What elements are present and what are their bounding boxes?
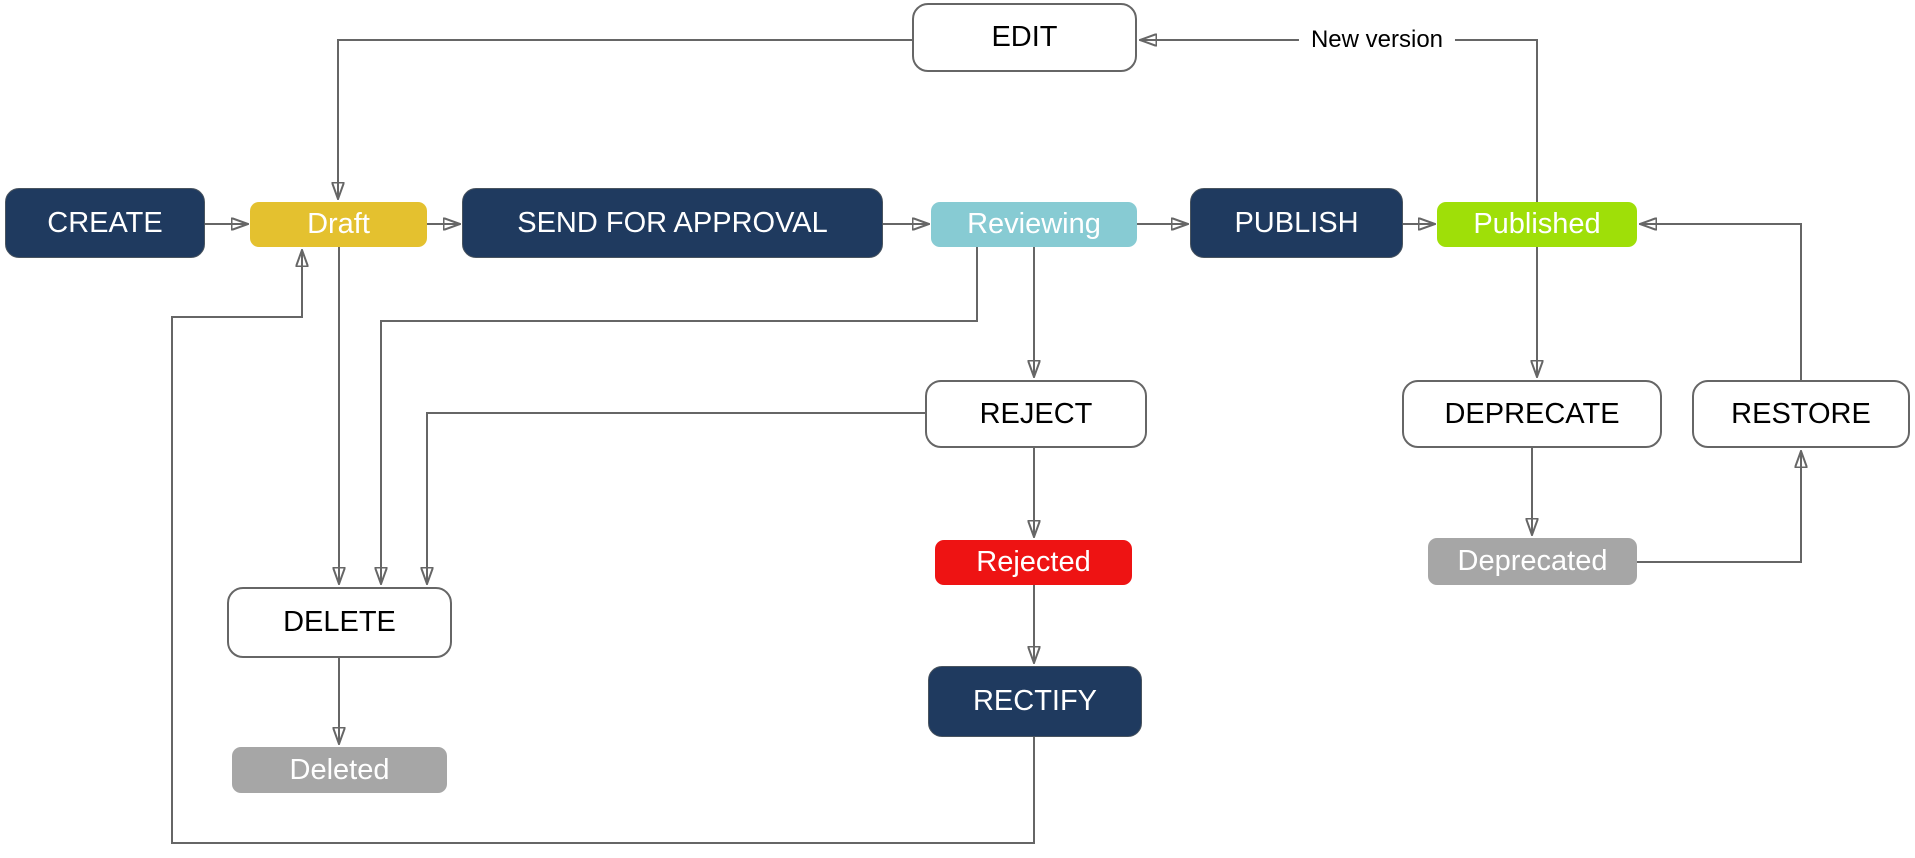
node-state-reviewing: Reviewing	[931, 202, 1137, 247]
node-state-published: Published	[1437, 202, 1637, 247]
node-state-draft: Draft	[250, 202, 427, 247]
node-publish: PUBLISH	[1190, 188, 1403, 258]
edge-published-edit	[1140, 40, 1538, 202]
node-edit: EDIT	[912, 3, 1137, 72]
edge-label-new-version: New version	[1298, 23, 1456, 57]
edge-reviewing-delete	[381, 247, 978, 584]
edge-reject-delete	[427, 412, 925, 584]
node-state-deprecated: Deprecated	[1428, 538, 1637, 585]
node-send-for-approval: SEND FOR APPROVAL	[462, 188, 883, 258]
edge-rectify-draft	[171, 250, 1035, 844]
node-delete: DELETE	[227, 587, 452, 658]
edge-deprecated-restore	[1637, 451, 1801, 563]
node-rectify: RECTIFY	[928, 666, 1142, 737]
node-deprecate: DEPRECATE	[1402, 380, 1662, 448]
node-reject: REJECT	[925, 380, 1147, 448]
edge-edit-draft	[338, 39, 912, 199]
node-create: CREATE	[5, 188, 205, 258]
node-state-rejected: Rejected	[935, 540, 1132, 585]
node-state-deleted: Deleted	[232, 747, 447, 793]
edge-restore-published	[1640, 224, 1802, 380]
node-restore: RESTORE	[1692, 380, 1910, 448]
